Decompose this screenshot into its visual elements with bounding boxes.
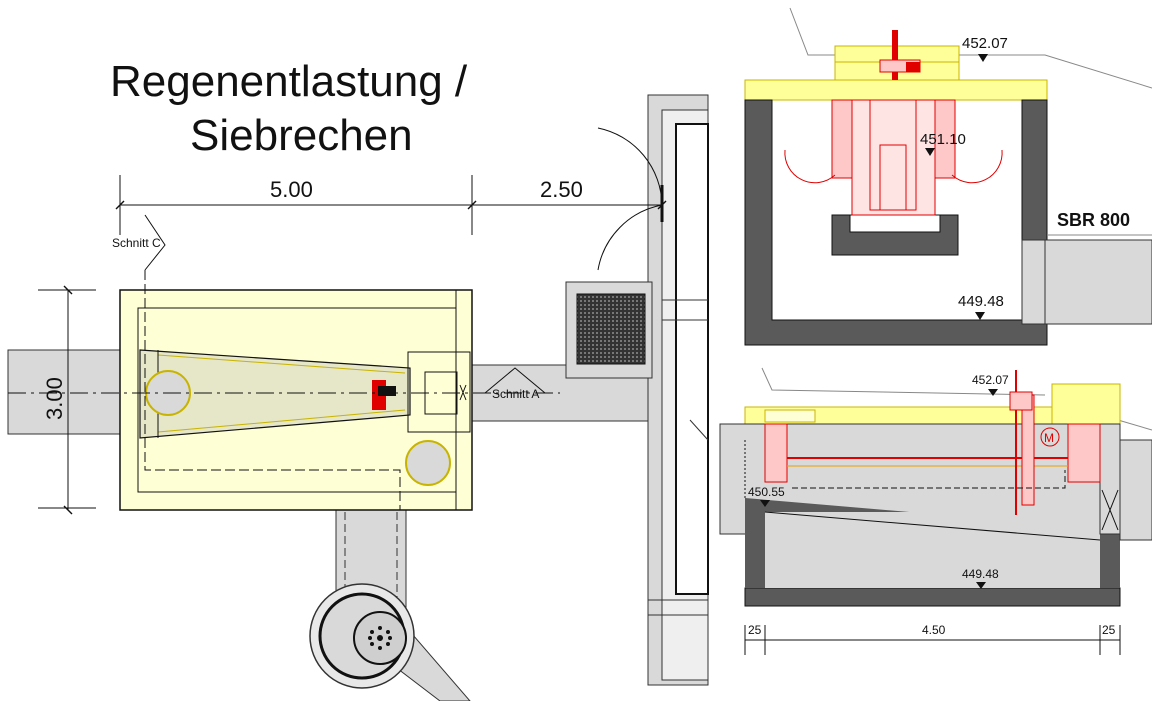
- motor-label: M: [1044, 431, 1054, 445]
- dim-extra-text: 2.50: [540, 177, 583, 202]
- dim-width-text: 3.00: [42, 377, 67, 420]
- dim-left-text: 25: [748, 623, 762, 637]
- elev-top: 452.07: [962, 35, 1008, 52]
- cover-slab: [744, 79, 1048, 101]
- elev-top-2: 452.07: [972, 373, 1009, 387]
- dim-mid-text: 4.50: [922, 623, 946, 637]
- flower-pattern-icon: [368, 626, 392, 650]
- dimension-width: 3.00: [38, 285, 96, 515]
- section-top: SBR 800 452.07 451.10 449.48: [744, 7, 1152, 346]
- dimension-length: 5.00: [115, 175, 477, 235]
- elev-inlet: 450.55: [748, 485, 785, 499]
- screen-rake: M: [764, 370, 1101, 515]
- shaft-circle-right: [405, 440, 451, 486]
- dim-length-text: 5.00: [270, 177, 313, 202]
- dimension-bottom: 25 4.50 25: [744, 623, 1121, 655]
- screen-unit: [784, 30, 1003, 216]
- plan-view: Schnitt C Schnitt A 5.00 2.50: [7, 57, 709, 701]
- pipe-label: SBR 800: [1057, 210, 1130, 230]
- motor-icon: [1040, 427, 1060, 447]
- title-line-2: Siebrechen: [190, 111, 413, 160]
- screen-equipment-icon: [372, 380, 396, 410]
- dimension-extra: 2.50: [472, 177, 667, 210]
- dim-right-text: 25: [1102, 623, 1116, 637]
- section-a-label: Schnitt A: [492, 387, 539, 401]
- bottom-slab: [744, 587, 1121, 607]
- section-c-label: Schnitt C: [112, 236, 161, 250]
- manhole: [309, 583, 415, 689]
- elev-mid: 451.10: [920, 131, 966, 148]
- chamber-walls: [744, 99, 1048, 346]
- elev-bottom-2: 449.48: [962, 567, 999, 581]
- title-line-1: Regenentlastung /: [110, 57, 468, 106]
- section-bottom: M 452.07 450.55 449.48 25 4.50 25: [719, 367, 1152, 655]
- elev-bottom: 449.48: [958, 293, 1004, 310]
- outlet-pipe-section: [1021, 239, 1152, 325]
